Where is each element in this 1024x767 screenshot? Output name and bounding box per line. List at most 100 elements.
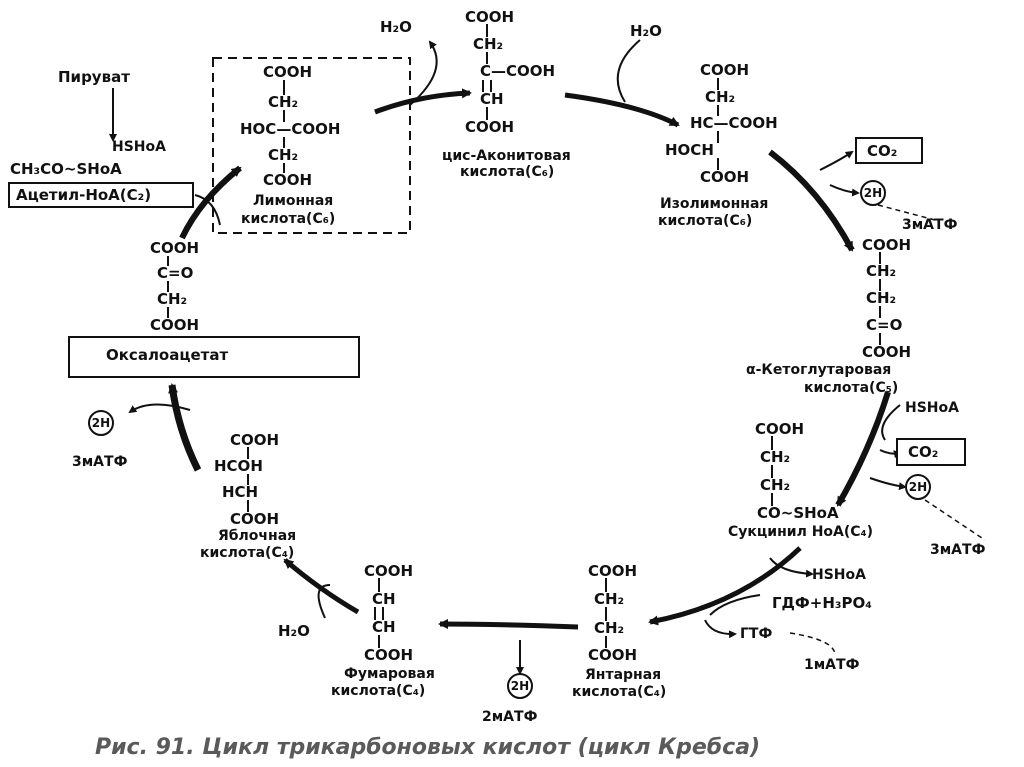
aconitate-name-0: цис-Аконитовая bbox=[442, 148, 571, 164]
aconitate-line-4: COOH bbox=[465, 118, 515, 136]
arrow-ketoglutarate-to-succinylcoa bbox=[835, 391, 891, 507]
dash-2h-atp-1 bbox=[877, 204, 936, 221]
ketoglutarate-line-4: COOH bbox=[862, 343, 912, 361]
atp-label-malate: 3мАТФ bbox=[72, 454, 128, 470]
hshoa-in-label: HSHoA bbox=[112, 139, 166, 155]
fumarate-name-0: Фумаровая bbox=[344, 666, 435, 682]
arrow-hshoa-in bbox=[881, 404, 901, 441]
oxaloacetate-line-2: CH₂ bbox=[157, 290, 188, 308]
malate-line-1: HCOH bbox=[214, 457, 263, 475]
arrow-hshoa-out bbox=[769, 557, 814, 578]
succinate-line-0: COOH bbox=[588, 562, 638, 580]
arrow-2h-out-1 bbox=[829, 184, 860, 197]
2h-circle-1: 2H bbox=[860, 180, 886, 206]
fumarate-line-2: CH bbox=[372, 618, 396, 636]
aconitate-name-1: кислота(C₆) bbox=[460, 164, 555, 180]
atp-label-gtp: 1мАТФ bbox=[804, 657, 860, 673]
succinylcoa-line-1: CH₂ bbox=[760, 448, 791, 466]
citrate-line-2: HOC—COOH bbox=[240, 120, 341, 138]
succinylcoa-line-3: CO~SHoA bbox=[757, 504, 839, 522]
arrow-acetyl-join bbox=[194, 194, 221, 226]
succinate-name-1: кислота(C₄) bbox=[572, 684, 667, 700]
oxaloacetate-line-3: COOH bbox=[150, 316, 200, 334]
atp-label-2: 3мАТФ bbox=[930, 542, 986, 558]
fumarate-line-3: COOH bbox=[364, 646, 414, 664]
isocitrate-name-1: кислота(C₆) bbox=[658, 213, 753, 229]
arrow-fumarate-to-malate bbox=[283, 558, 360, 615]
acetyl-coa-box: Ацетил-HoA(C₂) bbox=[8, 182, 194, 208]
2h-circle-fumarate: 2H bbox=[507, 673, 533, 699]
2h-circle-2: 2H bbox=[905, 474, 931, 500]
arrow-2h-out-2 bbox=[869, 477, 907, 491]
ketoglutarate-name-0: α-Кетоглутаровая bbox=[746, 362, 892, 378]
co2-box-1: CO₂ bbox=[855, 137, 923, 164]
arrow-aconitate-to-isocitrate bbox=[564, 92, 680, 128]
water-in-label: H₂O bbox=[630, 22, 662, 40]
malate-line-3: COOH bbox=[230, 510, 280, 528]
malate-name-1: кислота(C₄) bbox=[200, 545, 295, 561]
aconitate-line-1: CH₂ bbox=[473, 35, 504, 53]
malate-line-2: HCH bbox=[222, 483, 259, 501]
arrow-oxaloacetate-to-citrate bbox=[179, 165, 242, 240]
citrate-name-0: Лимонная bbox=[253, 193, 334, 209]
arrow-water-out-citrate bbox=[409, 40, 438, 106]
malate-name-0: Яблочная bbox=[218, 528, 297, 544]
arrow-2h-out-malate bbox=[128, 403, 191, 414]
arrow-malate-to-oxaloacetate bbox=[168, 383, 202, 472]
atp-label-1: 3мАТФ bbox=[902, 217, 958, 233]
isocitrate-line-0: COOH bbox=[700, 61, 750, 79]
arrow-co2-out-1 bbox=[819, 150, 854, 171]
citrate-line-0: COOH bbox=[263, 63, 313, 81]
arrow-citrate-to-aconitate bbox=[374, 88, 472, 115]
oxaloacetate-line-0: COOH bbox=[150, 239, 200, 257]
citrate-dashed-frame bbox=[212, 57, 411, 234]
malate-line-0: COOH bbox=[230, 431, 280, 449]
succinylcoa-name-0: Сукцинил HoA(C₄) bbox=[728, 524, 874, 540]
arrow-water-in-fumarate bbox=[317, 584, 331, 619]
succinate-line-1: CH₂ bbox=[594, 590, 625, 608]
ketoglutarate-line-1: CH₂ bbox=[866, 262, 897, 280]
ketoglutarate-line-2: CH₂ bbox=[866, 289, 897, 307]
isocitrate-line-2: HC—COOH bbox=[690, 114, 778, 132]
citrate-line-4: COOH bbox=[263, 171, 313, 189]
fumarate-line-0: COOH bbox=[364, 562, 414, 580]
water-out-label: H₂O bbox=[380, 18, 412, 36]
succinate-line-2: CH₂ bbox=[594, 619, 625, 637]
succinylcoa-line-2: CH₂ bbox=[760, 476, 791, 494]
arrow-succinate-to-fumarate bbox=[438, 619, 579, 630]
ketoglutarate-line-0: COOH bbox=[862, 236, 912, 254]
citrate-name-1: кислота(C₆) bbox=[241, 211, 336, 227]
citrate-line-1: CH₂ bbox=[268, 93, 299, 111]
aconitate-line-3: CH bbox=[480, 90, 504, 108]
arrow-succinylcoa-to-succinate bbox=[648, 546, 802, 626]
co2-box-2: CO₂ bbox=[896, 438, 966, 466]
ketoglutarate-line-3: C=O bbox=[866, 316, 903, 334]
fumarate-name-1: кислота(C₄) bbox=[331, 683, 426, 699]
aconitate-line-0: COOH bbox=[465, 8, 515, 26]
arrow-isocitrate-to-ketoglutarate bbox=[768, 149, 855, 252]
citrate-line-3: CH₂ bbox=[268, 146, 299, 164]
2h-circle-malate: 2H bbox=[88, 410, 114, 436]
arrow-gdp-in bbox=[709, 594, 761, 616]
isocitrate-line-4: COOH bbox=[700, 168, 750, 186]
succinate-name-0: Янтарная bbox=[585, 667, 662, 683]
hshoa-out-label: HSHoA bbox=[812, 567, 866, 583]
isocitrate-line-3: HOCH bbox=[665, 141, 714, 159]
aconitate-line-2: C—COOH bbox=[480, 62, 556, 80]
oxaloacetate-box: Оксалоацетат bbox=[68, 336, 360, 378]
ketoglutarate-name-1: кислота(C₅) bbox=[804, 380, 899, 396]
oxaloacetate-line-1: C=O bbox=[157, 264, 194, 282]
succinylcoa-line-0: COOH bbox=[755, 420, 805, 438]
pyruvate-label: Пируват bbox=[58, 68, 130, 86]
atp-label-fumarate: 2мАТФ bbox=[482, 709, 538, 725]
hshoa-in-2: HSHoA bbox=[905, 400, 959, 416]
arrow-gtp-out bbox=[704, 619, 737, 639]
figure-caption: Рис. 91. Цикл трикарбоновых кислот (цикл… bbox=[95, 735, 761, 760]
fumarate-line-1: CH bbox=[372, 590, 396, 608]
dash-gtp-atp bbox=[789, 632, 836, 656]
gtp-label: ГТФ bbox=[740, 626, 773, 642]
water-in-fumarate: H₂O bbox=[278, 622, 310, 640]
acetyl-formula: CH₃CO~SHoA bbox=[10, 160, 122, 178]
isocitrate-name-0: Изолимонная bbox=[660, 196, 769, 212]
